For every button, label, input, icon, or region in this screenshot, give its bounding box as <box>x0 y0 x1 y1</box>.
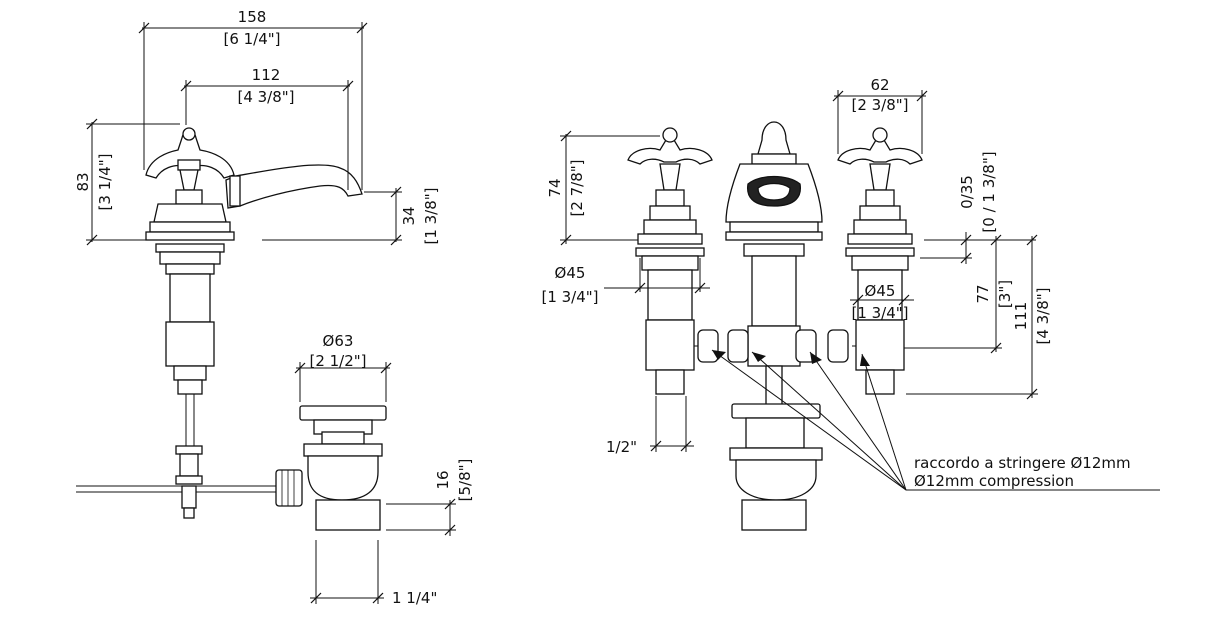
label-waste-rise-in: [5/8"] <box>456 459 474 502</box>
label-spout-height-mm: 34 <box>400 206 418 225</box>
label-waste-dia-in: [2 1/2"] <box>309 352 366 370</box>
label-waste-rise-mm: 16 <box>434 470 452 489</box>
side-view-dimension-lines <box>86 22 456 604</box>
label-valve-height-in: [2 7/8"] <box>568 159 586 216</box>
front-view-mixer <box>627 121 923 531</box>
note-fitting-en: Ø12mm compression <box>914 472 1074 490</box>
label-left-height-in: [3 1/4"] <box>96 153 114 210</box>
label-handle-width-in: [2 3/8"] <box>851 96 908 114</box>
label-left-height-mm: 83 <box>74 172 92 191</box>
dimension-labels: 158 [6 1/4"] 112 [4 3/8"] 83 [3 1/4"] 34… <box>74 8 1131 607</box>
label-total-depth-mm: 111 <box>1012 302 1030 331</box>
note-fitting-it: raccordo a stringere Ø12mm <box>914 454 1131 472</box>
label-valve-height-mm: 74 <box>546 178 564 197</box>
label-deck-thickness-mm: 0/35 <box>958 175 976 209</box>
label-inlet-thread: 1/2" <box>606 438 637 456</box>
label-total-depth-in: [4 3/8"] <box>1034 287 1052 344</box>
label-shank-dia-right-mm: Ø45 <box>865 282 896 300</box>
label-left-reach-mm: 112 <box>252 66 281 84</box>
label-waste-dia-mm: Ø63 <box>323 332 354 350</box>
label-handle-width-mm: 62 <box>870 76 889 94</box>
side-view-mixer <box>76 127 387 531</box>
front-view-dimension-lines <box>560 90 1160 491</box>
label-outlet-depth-mm: 77 <box>974 284 992 303</box>
label-outlet-depth-in: [3"] <box>996 280 1014 308</box>
label-left-reach-in: [4 3/8"] <box>237 88 294 106</box>
label-shank-dia-left-in: [1 3/4"] <box>541 288 598 306</box>
label-shank-dia-right-in: [1 3/4"] <box>851 304 908 322</box>
label-spout-height-in: [1 3/8"] <box>422 187 440 244</box>
label-left-width-mm: 158 <box>238 8 267 26</box>
label-left-width-in: [6 1/4"] <box>223 30 280 48</box>
label-shank-dia-left-mm: Ø45 <box>555 264 586 282</box>
label-deck-thickness-in: [0 / 1 3/8"] <box>980 151 998 232</box>
label-waste-thread: 1 1/4" <box>392 589 437 607</box>
